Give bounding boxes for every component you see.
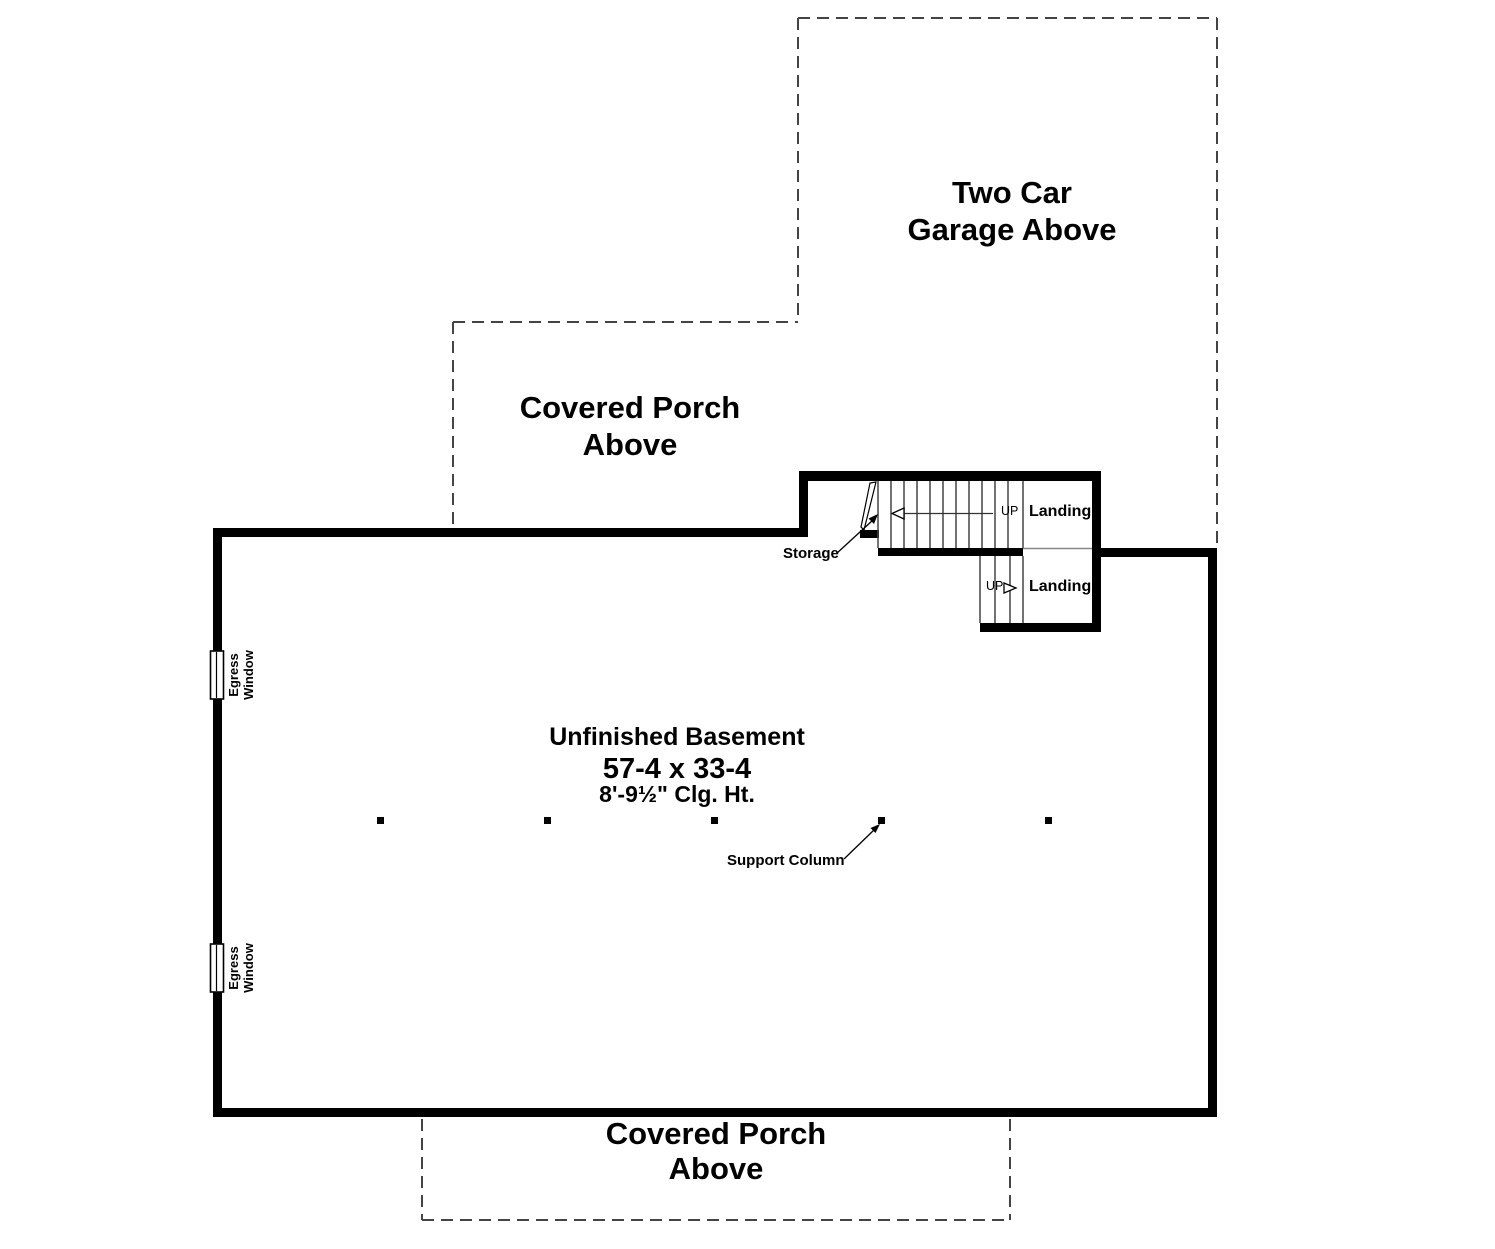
storage-door — [860, 481, 877, 532]
egress-window-symbol-1 — [209, 650, 225, 700]
egress-window-label-1: Egress Window — [226, 650, 256, 700]
wall-landing-pocket-bottom — [980, 623, 1101, 632]
garage-above-outline — [797, 17, 1218, 546]
support-column-square — [377, 817, 384, 824]
basement-ceiling-height: 8'-9½" Clg. Ht. — [599, 781, 755, 807]
support-column-label: Support Column — [727, 852, 845, 869]
wall-under-upper-stairs — [878, 548, 1023, 556]
up-label-lower: UP — [986, 579, 1004, 593]
up-arrow-lower — [1003, 582, 1018, 594]
wall-bottom — [213, 1108, 1217, 1117]
wall-right — [1208, 548, 1217, 1117]
covered-porch-bottom-label: Covered Porch Above — [605, 1116, 827, 1186]
support-column-square — [711, 817, 718, 824]
wall-stair-enclosure-right — [1092, 471, 1101, 632]
covered-porch-bottom-outline — [421, 1119, 1011, 1221]
walls — [213, 471, 1217, 1117]
up-arrowhead-upper — [890, 506, 905, 521]
wall-top-right — [1101, 548, 1217, 557]
basement-title: Unfinished Basement — [549, 723, 805, 751]
covered-porch-top-outline — [452, 321, 798, 526]
wall-storage-door-stub — [860, 530, 879, 538]
wall-stair-enclosure-left — [799, 471, 808, 537]
egress-window-symbol-2 — [209, 943, 225, 993]
garage-above-label: Two Car Garage Above — [907, 175, 1117, 247]
up-arrowhead-lower — [1003, 582, 1018, 594]
support-column-square — [544, 817, 551, 824]
storage-label: Storage — [783, 545, 839, 562]
support-column-leader-arrow — [843, 824, 880, 860]
support-column-square — [1045, 817, 1052, 824]
egress-window-label-2: Egress Window — [226, 943, 256, 993]
up-arrow-upper — [890, 506, 993, 521]
support-column-square — [878, 817, 885, 824]
up-label-upper: UP — [1001, 504, 1019, 518]
basement-dimensions: 57-4 x 33-4 — [602, 753, 752, 785]
covered-porch-top-label: Covered Porch Above — [519, 390, 741, 462]
wall-stair-enclosure-top — [799, 471, 1101, 481]
landing-label-upper: Landing — [1029, 503, 1092, 520]
landing-label-lower: Landing — [1029, 578, 1092, 595]
wall-top-left — [213, 528, 808, 537]
storage-leader-arrow — [835, 514, 878, 555]
support-columns — [377, 817, 1052, 824]
upper-stair-treads — [877, 481, 1024, 548]
wall-left — [213, 528, 222, 1117]
